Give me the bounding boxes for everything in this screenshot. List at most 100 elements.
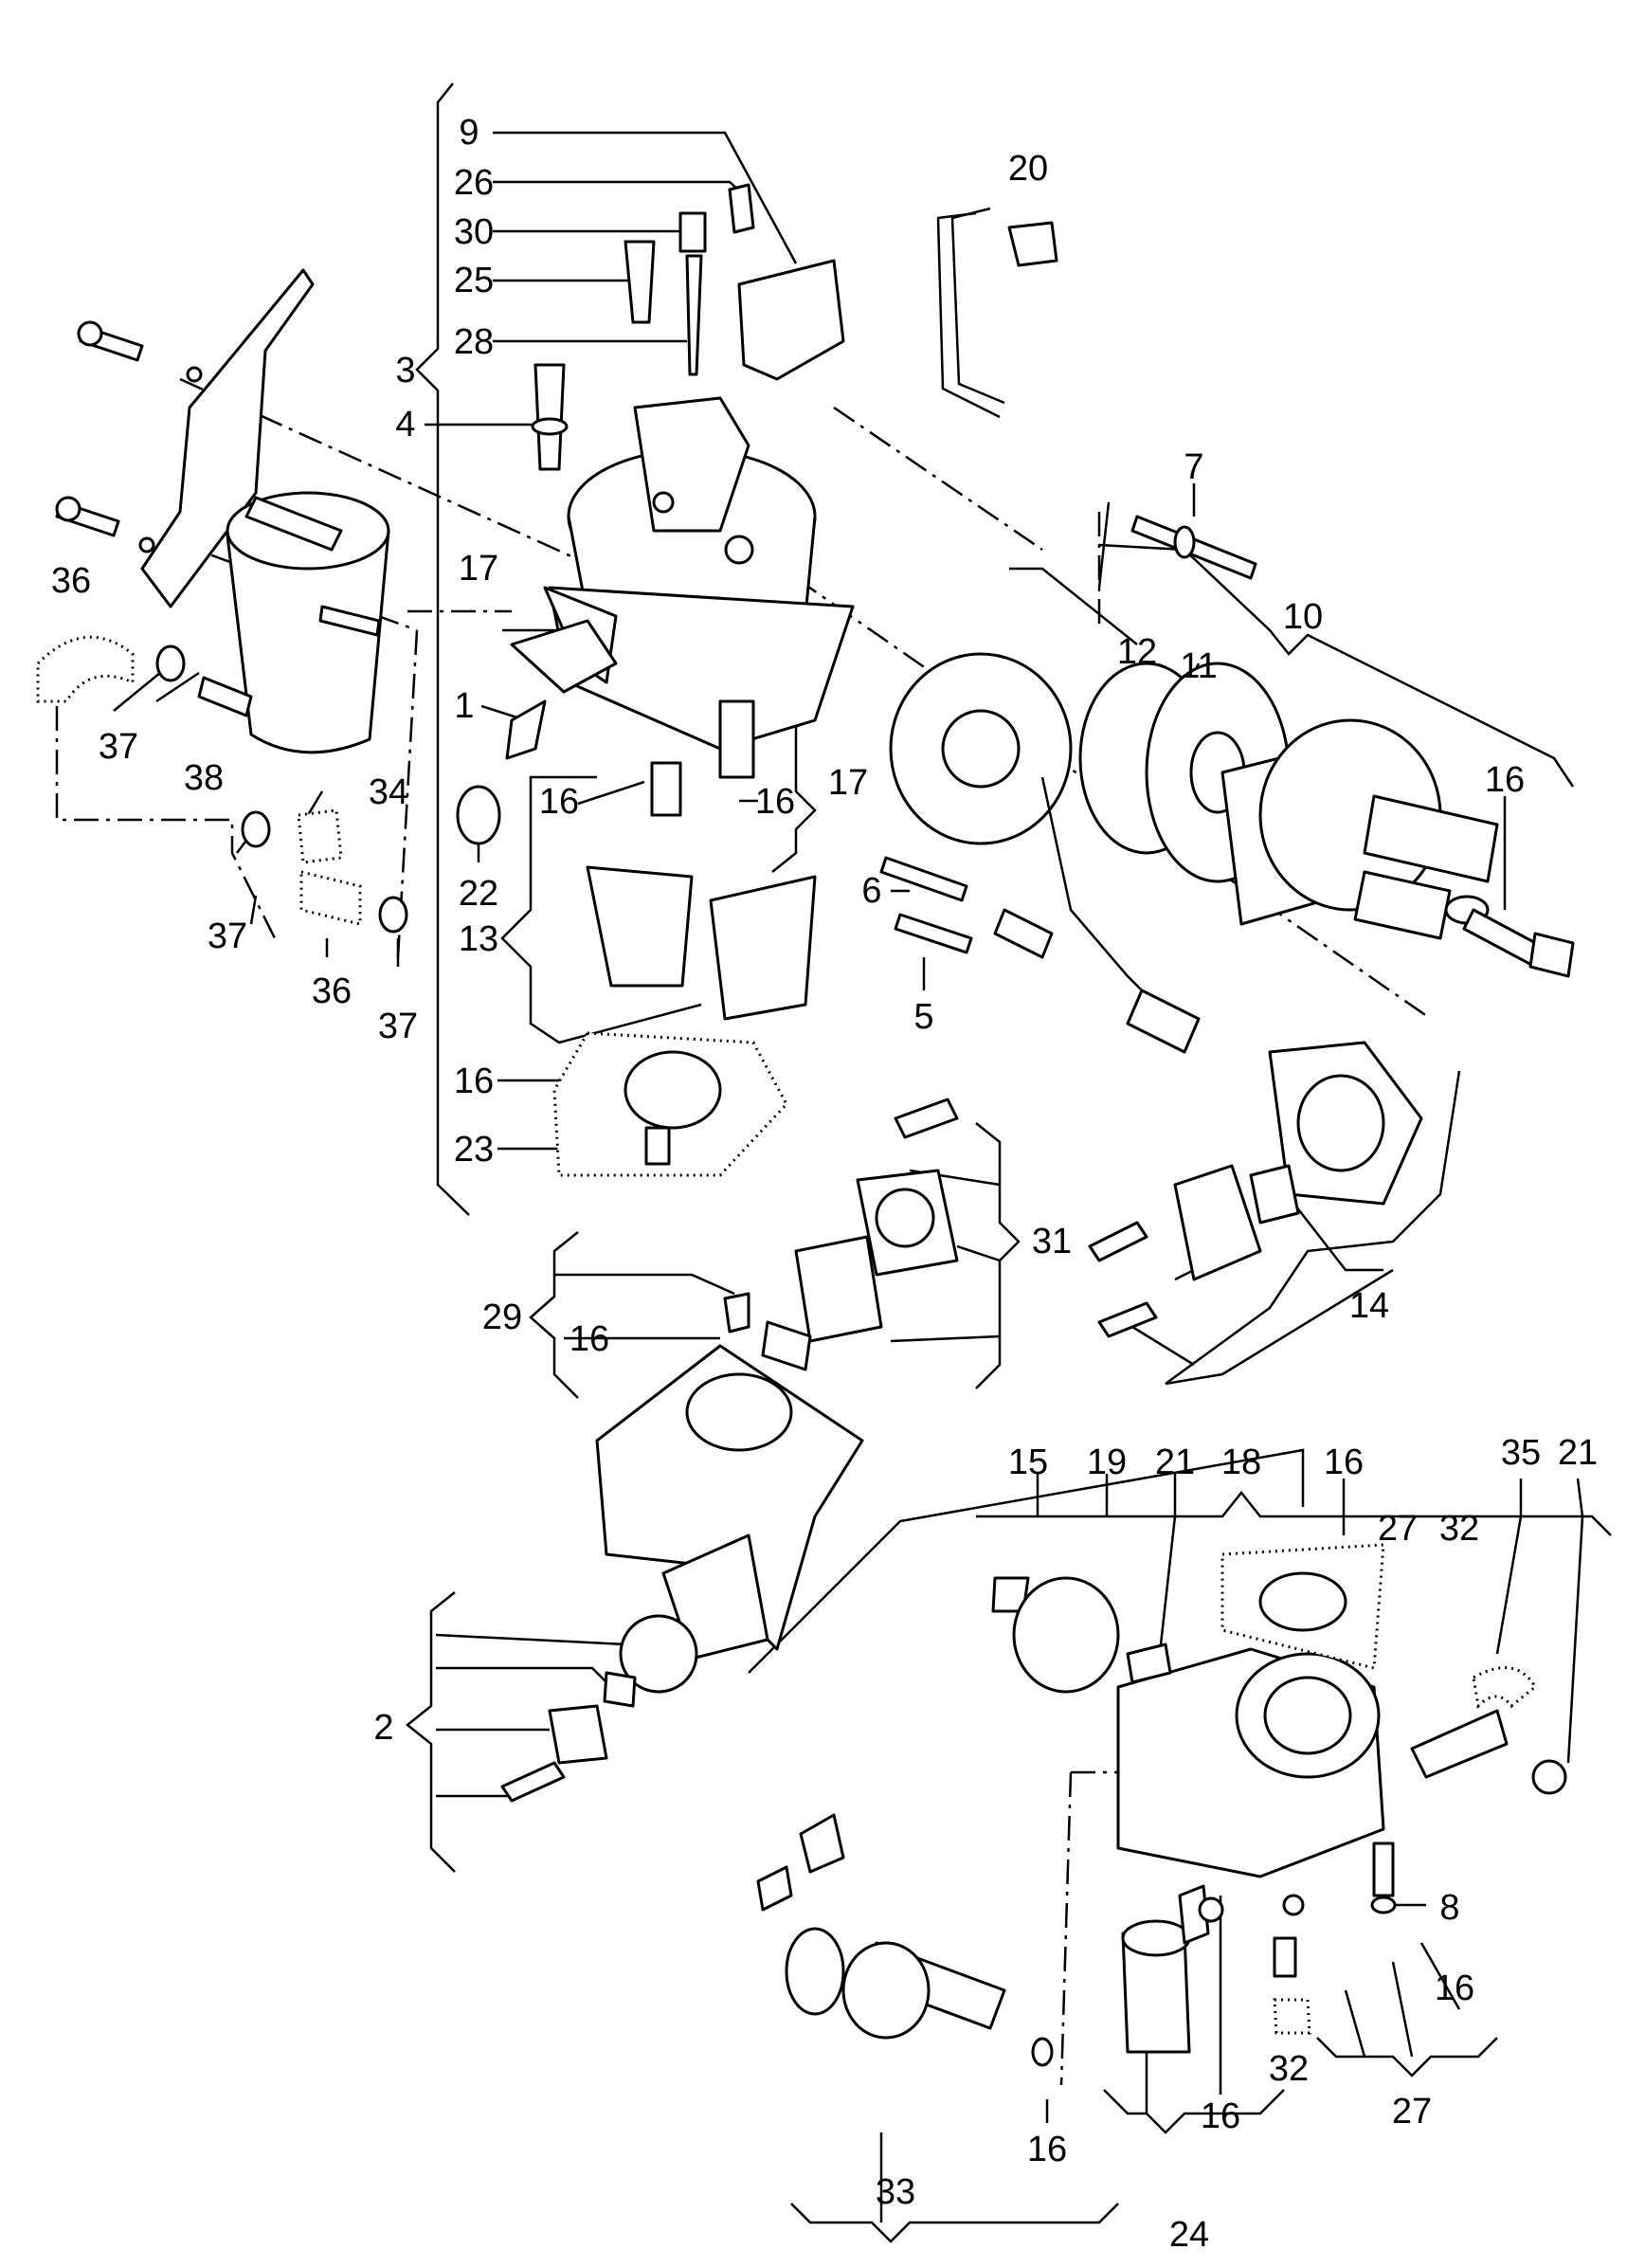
plug-22	[456, 785, 501, 845]
callout-23: 23	[454, 1130, 494, 1170]
bolt-4	[531, 363, 569, 471]
callout-36b: 36	[312, 971, 352, 1011]
seal-16-27	[1282, 1894, 1305, 1916]
callout-7: 7	[1184, 447, 1203, 487]
throttle-body-18	[1116, 1647, 1385, 1878]
jet-23	[644, 1126, 671, 1166]
solenoid-24	[1121, 1884, 1210, 2054]
callout-25: 25	[454, 261, 494, 300]
callout-28: 28	[454, 322, 494, 362]
bolt-10	[1462, 908, 1575, 978]
callout-1: 1	[454, 686, 474, 726]
callout-37c: 37	[378, 1007, 418, 1046]
screw-25	[624, 240, 656, 324]
callout-21a: 21	[1155, 1442, 1195, 1482]
jet-27	[1273, 1936, 1297, 1978]
callout-22: 22	[459, 874, 498, 914]
callout-12: 12	[1117, 632, 1157, 672]
callout-34: 34	[369, 772, 408, 812]
diaphragm-2	[500, 1614, 698, 1803]
callout-19: 19	[1087, 1442, 1127, 1482]
bracket-bolt-upper	[77, 320, 144, 362]
fuel-filter	[226, 491, 390, 754]
jet-16	[650, 761, 682, 817]
plate-19	[1012, 1576, 1120, 1694]
idle-valve-1	[505, 699, 547, 760]
callout-16a: 16	[539, 782, 579, 822]
callout-31: 31	[1032, 1222, 1072, 1261]
hose-36-lower	[299, 870, 362, 926]
callout-8: 8	[1439, 1888, 1459, 1928]
mounting-bracket	[138, 268, 315, 608]
hose-clamp-37a	[155, 644, 186, 682]
gasket-16-18	[1220, 1543, 1385, 1670]
carburetor-body	[510, 586, 855, 751]
callout-17a: 17	[459, 549, 498, 589]
diaphragm-14	[1173, 1041, 1423, 1281]
callout-27a: 27	[1378, 1509, 1418, 1549]
callout-9: 9	[459, 113, 479, 153]
callout-37a: 37	[99, 727, 138, 767]
bracket-bolt-lower	[55, 496, 120, 537]
callout-14: 14	[1349, 1286, 1389, 1326]
hose-clamp-37b	[241, 810, 271, 848]
gasket-16-upper	[552, 1031, 788, 1177]
callout-5: 5	[913, 997, 933, 1037]
callout-38: 38	[184, 758, 224, 798]
callout-32b: 32	[1269, 2049, 1309, 2089]
callout-32a: 32	[1439, 1509, 1479, 1549]
callout-24: 24	[1169, 2215, 1209, 2255]
callout-15: 15	[1008, 1442, 1048, 1482]
seal-16-24	[1198, 1896, 1224, 1923]
callout-29: 29	[482, 1297, 522, 1337]
callout-21b: 21	[1558, 1433, 1598, 1473]
callout-33: 33	[876, 2172, 915, 2212]
hose-clamp-37c	[378, 896, 408, 934]
callout-16d: 16	[1485, 760, 1525, 800]
screw-31	[894, 1098, 959, 1139]
hose-35	[1472, 1666, 1537, 1710]
needle-28	[685, 254, 703, 376]
callout-36a: 36	[51, 561, 91, 601]
cap-21	[1531, 1759, 1567, 1795]
callout-16h: 16	[1201, 2096, 1240, 2136]
callout-16i: 16	[1435, 1969, 1474, 2008]
cap-32	[1273, 1998, 1311, 2035]
oring-16-33	[1031, 2037, 1054, 2067]
callout-16c: 16	[454, 1061, 494, 1101]
callout-6: 6	[861, 871, 881, 911]
screw-5	[894, 913, 973, 954]
bolt-7	[1130, 515, 1257, 580]
callout-4: 4	[395, 405, 415, 445]
callout-3: 3	[395, 351, 415, 390]
thermostat-housing-10	[1258, 718, 1499, 940]
valve-17	[718, 699, 755, 779]
callout-18: 18	[1221, 1442, 1261, 1482]
pipe-20	[936, 207, 1058, 419]
callout-37b: 37	[208, 916, 247, 956]
cover-31	[794, 1169, 959, 1343]
callout-10: 10	[1283, 597, 1323, 637]
wire-connector	[993, 776, 1201, 1054]
fuel-hose-36-upper	[36, 635, 135, 703]
callout-35: 35	[1501, 1433, 1541, 1473]
callout-11: 11	[1180, 646, 1217, 686]
bracket-32	[1410, 1709, 1509, 1779]
callout-30: 30	[454, 212, 494, 252]
screws-14	[1088, 1221, 1158, 1338]
callout-26: 26	[454, 163, 494, 203]
callout-16f: 16	[1324, 1442, 1364, 1482]
valve-29	[723, 1292, 812, 1371]
valve-33	[756, 1813, 1006, 2040]
choke-cap-9	[737, 259, 845, 381]
plug-30	[678, 211, 707, 253]
callout-labels: 1 2 3 4 5 6 7 8 9 10 11 12 13 14 15 16 1…	[51, 113, 1598, 2255]
hose-34	[297, 808, 343, 864]
spring-21	[1126, 1642, 1172, 1684]
callout-16b: 16	[755, 782, 795, 822]
screw-8	[1370, 1842, 1397, 1914]
lower-body-casting	[595, 1344, 864, 1660]
callout-16e: 16	[569, 1319, 609, 1359]
callout-2: 2	[373, 1708, 393, 1748]
